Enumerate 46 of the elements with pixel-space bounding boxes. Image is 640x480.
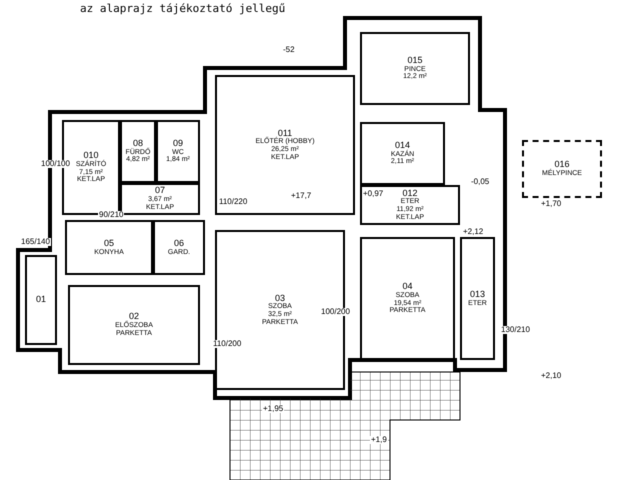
room-number: 08 xyxy=(132,138,143,148)
room-number: 013 xyxy=(470,290,486,300)
room xyxy=(156,120,200,183)
level-mark: +2,10 xyxy=(540,372,562,380)
room-number: 015 xyxy=(407,56,423,66)
level-mark: -52 xyxy=(282,46,296,54)
room-number: 012 xyxy=(402,188,418,198)
room-number: 09 xyxy=(172,138,183,149)
room-number: 02 xyxy=(128,312,139,322)
room-number: 04 xyxy=(402,282,412,292)
level-mark: -0,05 xyxy=(470,178,490,186)
level-mark: 165/140 xyxy=(20,238,51,246)
level-mark: 90/210 xyxy=(98,211,124,219)
level-mark: +1,70 xyxy=(540,200,562,208)
level-mark: +1,95 xyxy=(262,405,284,413)
room xyxy=(68,285,200,365)
level-mark: 100/100 xyxy=(40,160,71,168)
room-number: 016 xyxy=(554,160,570,170)
level-mark: 110/220 xyxy=(218,198,248,206)
room xyxy=(360,237,455,360)
room xyxy=(360,185,460,225)
room xyxy=(65,220,153,275)
room xyxy=(522,140,602,198)
room xyxy=(25,255,57,345)
level-mark: +2,12 xyxy=(462,228,484,236)
room-number: 01 xyxy=(36,295,46,305)
room xyxy=(360,122,445,185)
room-number: 05 xyxy=(104,238,114,249)
level-mark: +0,97 xyxy=(362,190,384,198)
room-number: 014 xyxy=(394,140,410,150)
room xyxy=(153,220,205,275)
level-mark: +1,9 xyxy=(370,436,388,444)
room-number: 010 xyxy=(83,151,99,160)
level-mark: +17,7 xyxy=(290,192,312,200)
room xyxy=(360,32,470,105)
title: az alaprajz tájékoztató jellegű xyxy=(80,1,286,17)
room-number: 06 xyxy=(174,238,184,249)
room xyxy=(215,75,355,215)
room-number: 07 xyxy=(154,186,165,196)
level-mark: 130/210 xyxy=(500,326,531,334)
room xyxy=(460,237,495,360)
level-mark: 100/200 xyxy=(320,308,351,316)
room-number: 011 xyxy=(278,128,292,138)
room xyxy=(120,120,156,183)
room-number: 03 xyxy=(274,294,285,303)
level-mark: 110/200 xyxy=(212,340,242,348)
